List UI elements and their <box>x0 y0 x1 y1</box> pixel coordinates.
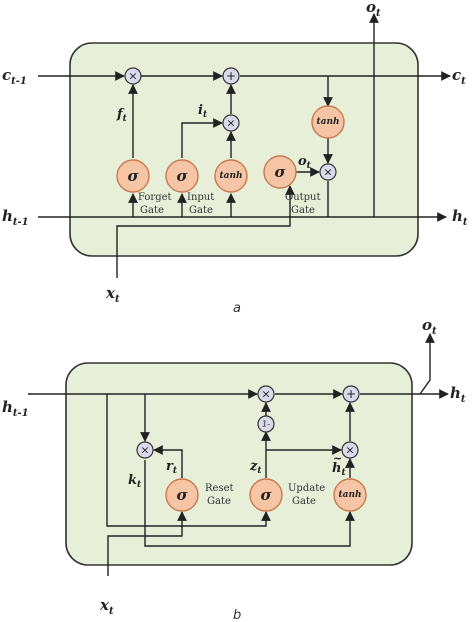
forget-gate-label-2: Gate <box>140 205 164 216</box>
one-minus-symbol: 1- <box>262 420 270 429</box>
sigma-symbol: σ <box>274 163 286 181</box>
caption-b: b <box>233 608 241 622</box>
o-output-label: ot <box>366 0 381 19</box>
output-gate-label-1: Output <box>285 192 321 203</box>
reset-gate-label-1: Reset <box>205 483 234 494</box>
forget-gate-label-1: Forget <box>138 192 172 203</box>
output-mul-op: × <box>319 163 337 181</box>
c-prev-label: ct-1 <box>2 66 27 87</box>
reset-gate-label-2: Gate <box>207 496 231 507</box>
sigma-symbol: σ <box>176 486 188 504</box>
candidate-gate: tanh <box>333 478 367 512</box>
mul-symbol: × <box>261 388 270 401</box>
sigma-symbol: σ <box>176 167 188 185</box>
update-mul-op: × <box>257 385 275 403</box>
mul-symbol: × <box>128 70 137 83</box>
output-gate-label-2: Gate <box>291 205 315 216</box>
h-prev-label: ht-1 <box>2 207 29 228</box>
forget-mul-op: × <box>124 67 142 85</box>
o-signal-label: ot <box>298 154 312 171</box>
k-signal-label: kt <box>128 473 142 490</box>
mul-symbol: × <box>323 166 332 179</box>
input-gate-label-1: Input <box>187 192 214 203</box>
h-output-label: ht <box>452 207 468 228</box>
forget-gate: σ <box>116 159 150 193</box>
x-input-wire <box>116 185 295 278</box>
input-to-mul <box>181 118 223 158</box>
tanh-symbol: tanh <box>338 490 361 500</box>
h-tilde-accent: ~ <box>333 452 342 465</box>
i-signal-label: it <box>198 103 208 120</box>
tanh-symbol: tanh <box>219 171 242 181</box>
update-gate-label-2: Gate <box>292 496 316 507</box>
candidate-mul-op: × <box>341 441 359 459</box>
sigma-symbol: σ <box>127 167 139 185</box>
output-gate: σ <box>263 155 297 189</box>
input-mul-op: × <box>222 114 240 132</box>
cell-tanh-gate: tanh <box>311 105 345 139</box>
f-signal-label: ft <box>116 107 128 124</box>
input-gate: σ <box>165 159 199 193</box>
o-output-wire <box>419 333 435 395</box>
r-signal-label: rt <box>166 459 178 476</box>
caption-a: a <box>233 301 241 316</box>
h-prev-label: ht-1 <box>2 398 29 419</box>
input-gate-label-2: Gate <box>189 205 213 216</box>
c-output-label: ct <box>452 66 466 87</box>
sigma-symbol: σ <box>260 486 272 504</box>
reset-gate: σ <box>165 478 199 512</box>
gru-cell-box <box>65 362 413 566</box>
h-output-label: ht <box>450 384 466 405</box>
h-to-update-gate <box>106 394 271 527</box>
lstm-cell-box <box>69 42 419 257</box>
mul-symbol: × <box>345 444 354 457</box>
reset-mul-op: × <box>136 441 154 459</box>
cell-add-op: + <box>222 67 240 85</box>
gru-diagram: × × 1- × + σ σ tanh <box>2 316 466 622</box>
lstm-diagram: × + × × σ σ tanh σ <box>2 0 468 316</box>
mul-symbol: × <box>140 444 149 457</box>
output-add-op: + <box>342 385 360 403</box>
update-gate-label-1: Update <box>288 483 325 494</box>
update-gate: σ <box>249 478 283 512</box>
one-minus-op: 1- <box>257 415 275 433</box>
mul-symbol: × <box>226 117 235 130</box>
z-signal-label: zt <box>249 459 262 476</box>
o-output-label: ot <box>422 316 437 337</box>
h-tilde-signal-label: ht <box>332 461 346 478</box>
tanh-symbol: tanh <box>316 117 339 127</box>
x-input-label: xt <box>105 284 120 305</box>
x-input-label: xt <box>99 596 114 617</box>
reset-to-mul <box>153 445 183 478</box>
add-symbol: + <box>226 69 236 83</box>
add-symbol: + <box>346 387 356 401</box>
reset-to-candidate <box>144 460 355 547</box>
candidate-gate: tanh <box>214 159 248 193</box>
